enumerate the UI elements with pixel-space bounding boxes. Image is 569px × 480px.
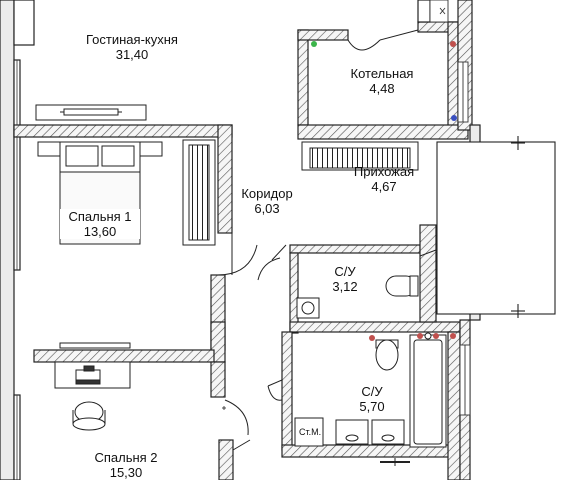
exterior-walls (0, 0, 35, 480)
room-area: 3,12 (332, 279, 358, 294)
hallway-wardrobe (301, 141, 419, 171)
room-label-bath2: С/У 5,70 (352, 384, 392, 414)
bedroom1-wardrobe (182, 139, 216, 246)
room-area: 6,03 (254, 201, 280, 216)
room-name: Прихожая (353, 164, 415, 179)
room-label-hall: Прихожая 4,67 (348, 164, 420, 194)
bath1-fixtures (296, 275, 419, 319)
bath2-fixtures (294, 332, 447, 466)
room-area: 4,67 (371, 179, 397, 194)
room-name: Коридор (241, 186, 293, 201)
room-name: Котельная (350, 66, 414, 81)
room-area: 4,48 (369, 81, 395, 96)
room-name: Гостиная-кухня (86, 32, 178, 47)
room-name: Спальня 1 (68, 209, 132, 224)
entry-landing (436, 136, 556, 318)
room-name: С/У (361, 384, 383, 399)
room-area: 5,70 (359, 399, 385, 414)
doors (217, 29, 437, 451)
room-label-bath1: С/У 3,12 (325, 264, 365, 294)
bedroom2-furniture (54, 342, 131, 431)
room-label-living: Гостиная-кухня 31,40 (78, 32, 186, 62)
room-area: 13,60 (83, 224, 117, 239)
room-area: 15,30 (109, 465, 143, 480)
washing-machine-label: Ст.М. (299, 427, 322, 437)
room-name: С/У (334, 264, 356, 279)
socket-marks (222, 406, 226, 410)
room-label-corridor: Коридор 6,03 (234, 186, 300, 216)
room-name: Спальня 2 (94, 450, 158, 465)
markers (311, 41, 457, 341)
tv-stand (35, 104, 147, 121)
right-windows (429, 0, 471, 416)
room-label-bedroom1: Спальня 1 13,60 (60, 209, 140, 239)
room-label-bedroom2: Спальня 2 15,30 (84, 450, 168, 480)
room-label-boiler: Котельная 4,48 (344, 66, 420, 96)
room-area: 31,40 (115, 47, 149, 62)
